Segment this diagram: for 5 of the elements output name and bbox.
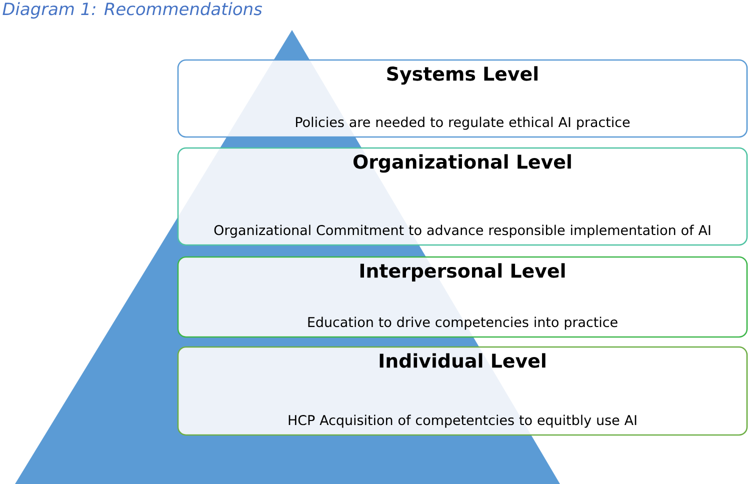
level-box: Individual Level HCP Acquisition of competentcies to equitbly use AI xyxy=(177,346,748,436)
level-box: Systems Level Policies are needed to regulate ethical AI practice xyxy=(177,59,748,138)
title: Diagram 1: Recommendations xyxy=(2,2,262,19)
level-box: Interpersonal Level Education to drive competencies into practice xyxy=(177,256,748,338)
level-box: Organizational Level Organizational Commitment to advance responsible implementation of AI xyxy=(177,147,748,246)
